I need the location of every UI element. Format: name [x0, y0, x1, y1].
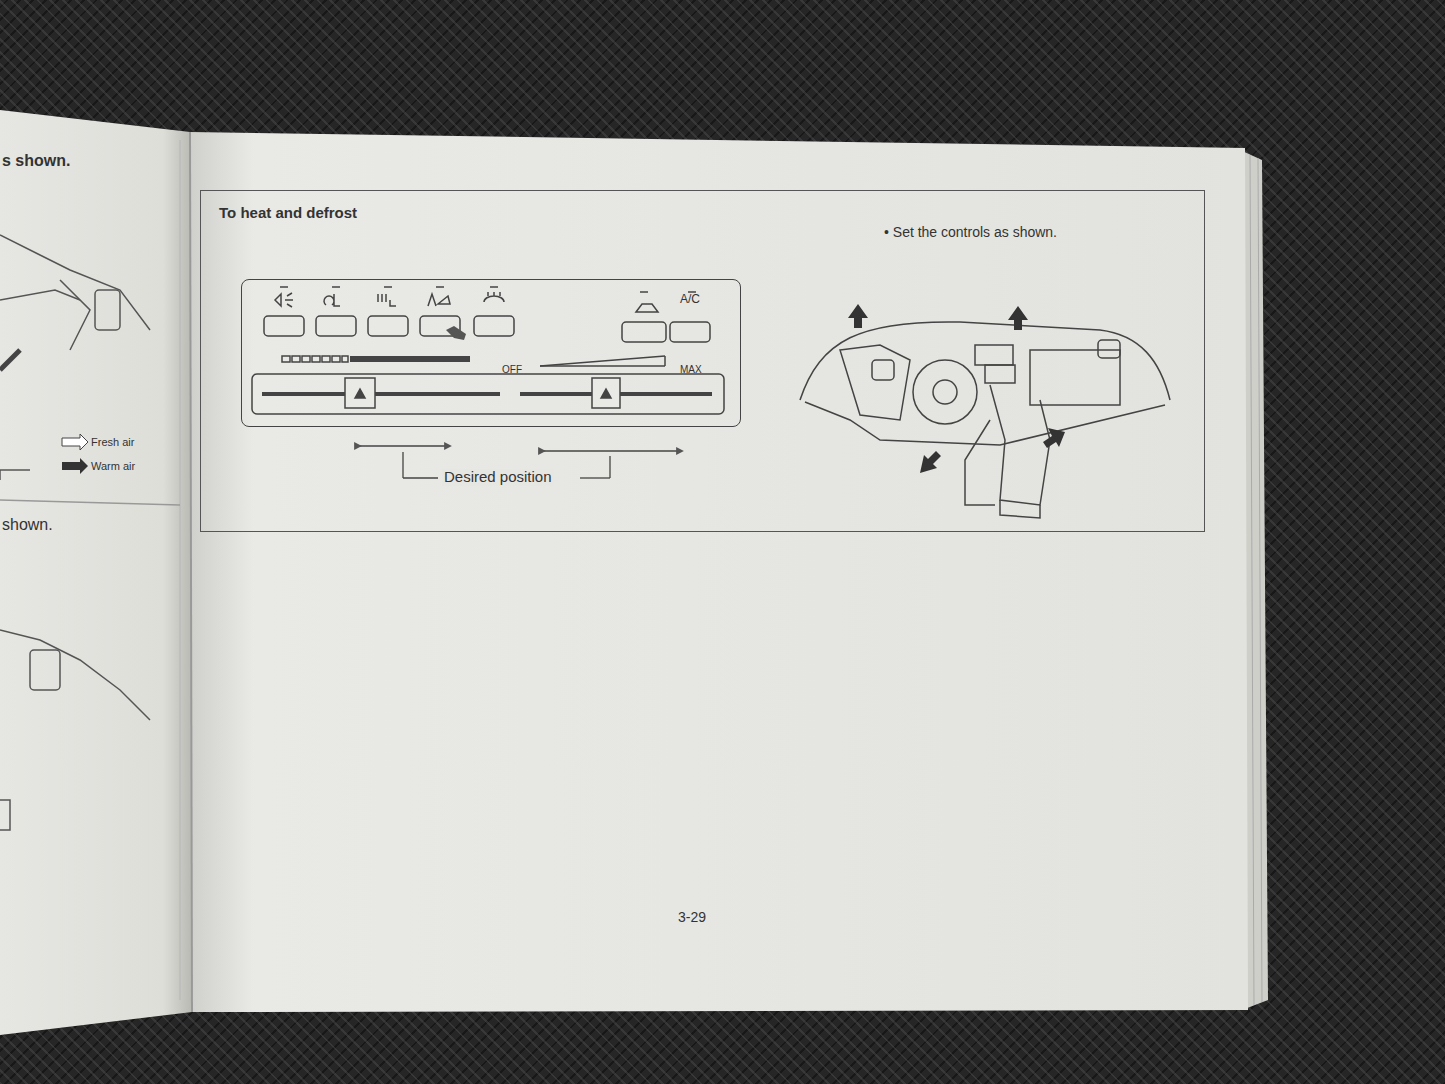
- instruction-text: • Set the controls as shown.: [884, 225, 1057, 240]
- section-heading: To heat and defrost: [219, 205, 357, 222]
- section-frame: To heat and defrost • Set the controls as…: [200, 190, 1205, 532]
- position-label: Desired position: [442, 469, 554, 486]
- panel-label: OFF: [502, 364, 522, 375]
- section-text: shown.: [2, 516, 53, 534]
- air-legend-text: Warm air: [91, 460, 135, 472]
- section-text: s shown.: [2, 152, 70, 170]
- control-panel: A/C OFF MAX: [241, 279, 741, 427]
- page-number: 3-29: [678, 910, 706, 925]
- panel-label: MAX: [680, 364, 702, 375]
- panel-label: A/C: [680, 293, 700, 306]
- air-legend-text: Fresh air: [91, 436, 134, 448]
